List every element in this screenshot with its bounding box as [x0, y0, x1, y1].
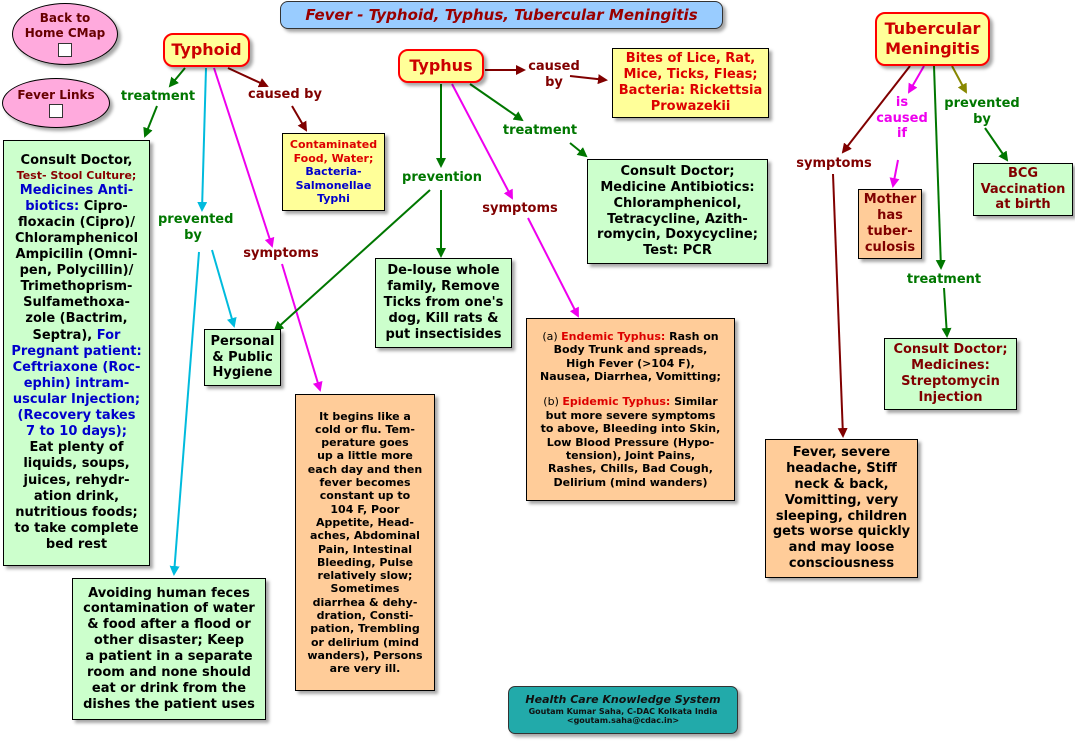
- concept-typhus[interactable]: Typhus: [398, 49, 484, 83]
- concept-tubercular-meningitis[interactable]: Tubercular Meningitis: [875, 12, 990, 66]
- edge-typhus-treatment: [469, 83, 524, 122]
- typhoid-prevention-box: Avoiding human feces contamination of wa…: [72, 578, 266, 720]
- hygiene-text: Personal & Public Hygiene: [210, 333, 275, 381]
- link-typhoid-treatment: treatment: [120, 89, 196, 104]
- edge-tm-cause-box: [889, 159, 900, 188]
- link-tm-symptoms: symptoms: [796, 156, 872, 171]
- edge-prevention-hygiene: [273, 189, 431, 332]
- link-typhus-treatment: treatment: [502, 123, 578, 138]
- epidemic-text: Similar but more severe symptoms to abov…: [540, 395, 721, 489]
- edge-tm-symptoms-box: [832, 173, 848, 438]
- tm-prevention-box: BCG Vaccination at birth: [973, 163, 1073, 216]
- edge-typhus-symptoms: [451, 83, 513, 200]
- link-tm-treatment: treatment: [906, 272, 982, 287]
- concept-map-icon[interactable]: [58, 42, 72, 57]
- page-title-text: Fever - Typhoid, Typhus, Tubercular Meni…: [305, 5, 698, 24]
- back-to-home-button[interactable]: Back to Home CMap: [12, 3, 118, 65]
- edge-typhoid-prevented: [197, 67, 208, 212]
- link-tm-prevented-by: prevented by: [944, 96, 1020, 127]
- fever-links-button[interactable]: Fever Links: [2, 78, 110, 128]
- edge-tm-cause: [908, 65, 925, 94]
- typhoid-symptoms-text: It begins like a cold or flu. Tem- perat…: [307, 409, 423, 676]
- edge-treatment-box: [143, 105, 158, 138]
- typhoid-symptoms-box: It begins like a cold or flu. Tem- perat…: [295, 394, 435, 691]
- typhoid-cause-blue: Bacteria- Salmonellae Typhi: [295, 165, 372, 206]
- epidemic-label: Epidemic Typhus:: [562, 395, 671, 409]
- typhoid-prevention-text: Avoiding human feces contamination of wa…: [83, 585, 255, 712]
- edge-typhoid-cause: [227, 67, 269, 88]
- typhoid-treatment-diet: Eat plenty of liquids, soups, juices, re…: [14, 440, 139, 553]
- endemic-prefix: (a): [542, 329, 562, 343]
- concept-tubercular-label: Tubercular Meningitis: [884, 19, 981, 58]
- endemic-label: Endemic Typhus:: [561, 329, 666, 343]
- typhoid-treatment-meds-text: Cipro- floxacin (Cipro)/ Chloramphenicol…: [14, 198, 139, 343]
- typhoid-treatment-meds-label: Medicines Anti- biotics:: [19, 182, 134, 214]
- epidemic-prefix: (b): [543, 395, 563, 409]
- edge-cause-box: [291, 105, 308, 132]
- typhoid-cause-red: Contaminated Food, Water;: [289, 138, 378, 165]
- tm-symptoms-box: Fever, severe headache, Stiff neck & bac…: [765, 439, 918, 578]
- link-typhus-prevention: prevention: [402, 170, 482, 185]
- footer-system: Health Care Knowledge System: [525, 693, 721, 707]
- edge-tm-prevented: [951, 65, 967, 94]
- link-typhus-symptoms: symptoms: [482, 201, 558, 216]
- typhus-treatment-text: Consult Doctor; Medicine Antibiotics: Ch…: [597, 163, 758, 259]
- tm-cause-box: Mother has tuber- culosis: [858, 189, 922, 259]
- edge-treatment-box2: [569, 142, 588, 158]
- link-typhus-caused-by: caused by: [528, 59, 580, 90]
- edge-tm-symptoms: [841, 65, 911, 154]
- typhoid-treatment-line1: Consult Doctor,: [20, 152, 133, 168]
- link-typhoid-prevented-by: prevented by: [158, 212, 234, 243]
- typhoid-treatment-medicines: Medicines Anti- biotics: Cipro- floxacin…: [11, 183, 141, 441]
- footer-credit: Health Care Knowledge System Goutam Kuma…: [508, 686, 738, 734]
- edge-typhoid-symptoms: [213, 67, 275, 248]
- typhus-treatment-box: Consult Doctor; Medicine Antibiotics: Ch…: [587, 159, 768, 264]
- endemic-typhus: (a) Endemic Typhus: Rash on Body Trunk a…: [540, 330, 721, 384]
- concept-typhus-label: Typhus: [409, 56, 473, 76]
- tm-treatment-box: Consult Doctor; Medicines: Streptomycin …: [884, 338, 1017, 410]
- typhus-symptoms-box: (a) Endemic Typhus: Rash on Body Trunk a…: [526, 318, 735, 501]
- concept-typhoid[interactable]: Typhoid: [163, 33, 250, 67]
- concept-typhoid-label: Typhoid: [171, 40, 242, 60]
- typhus-cause-box: Bites of Lice, Rat, Mice, Ticks, Fleas; …: [612, 48, 769, 118]
- fever-links-label: Fever Links: [17, 87, 95, 102]
- link-tm-caused-if: is caused if: [876, 95, 928, 142]
- edge-tm-treatment: [933, 65, 946, 270]
- typhus-prevention-text: De-louse whole family, Remove Ticks from…: [383, 263, 504, 342]
- hygiene-box: Personal & Public Hygiene: [204, 329, 281, 386]
- edge-symptoms-box2: [527, 217, 579, 318]
- tm-prevention-text: BCG Vaccination at birth: [980, 165, 1066, 213]
- edge-tm-prevent-box: [984, 127, 1009, 162]
- footer-email: <goutam.saha@cdac.in>: [566, 716, 680, 726]
- tm-symptoms-text: Fever, severe headache, Stiff neck & bac…: [772, 445, 911, 572]
- typhoid-treatment-box: Consult Doctor, Test- Stool Culture; Med…: [3, 140, 150, 566]
- edge-symptoms-box: [281, 263, 323, 392]
- edge-tm-treatment-box: [941, 287, 952, 338]
- typhoid-cause-box: Contaminated Food, Water; Bacteria- Salm…: [282, 133, 385, 211]
- typhus-cause-text: Bites of Lice, Rat, Mice, Ticks, Fleas; …: [618, 51, 763, 114]
- typhus-prevention-box: De-louse whole family, Remove Ticks from…: [375, 258, 512, 348]
- back-to-home-label: Back to Home CMap: [24, 11, 106, 40]
- edge-typhoid-treatment: [168, 67, 186, 88]
- concept-map-icon[interactable]: [49, 104, 63, 119]
- page-title: Fever - Typhoid, Typhus, Tubercular Meni…: [280, 1, 723, 29]
- footer-author: Goutam Kumar Saha, C-DAC Kolkata India: [528, 707, 718, 717]
- typhoid-treatment-pregnant: For Pregnant patient: Ceftriaxone (Roc- …: [11, 327, 142, 440]
- tm-treatment-text: Consult Doctor; Medicines: Streptomycin …: [893, 342, 1008, 405]
- link-typhoid-caused-by: caused by: [248, 87, 322, 102]
- edge-causeby-box: [569, 74, 608, 85]
- endemic-text: Rash on Body Trunk and spreads, High Fev…: [540, 329, 721, 383]
- edge-prevented-feces: [169, 251, 200, 576]
- link-typhoid-symptoms: symptoms: [243, 246, 319, 261]
- edge-prevented-hygiene: [211, 249, 237, 328]
- typhoid-treatment-test: Test- Stool Culture;: [16, 168, 137, 182]
- tm-cause-text: Mother has tuber- culosis: [863, 192, 917, 255]
- epidemic-typhus: (b) Epidemic Typhus: Similar but more se…: [541, 395, 721, 489]
